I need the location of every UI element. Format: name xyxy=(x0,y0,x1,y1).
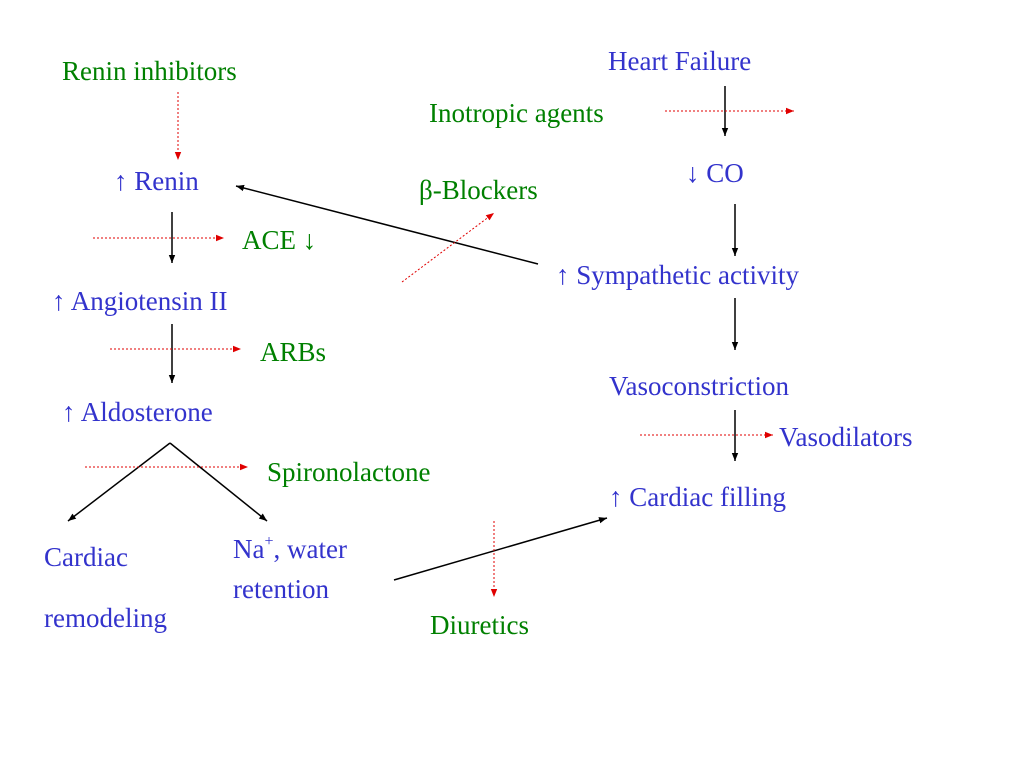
label-co: ↓ CO xyxy=(686,158,744,188)
label-spironolactone: Spironolactone xyxy=(267,457,431,487)
label-beta-blockers: β-Blockers xyxy=(419,175,538,205)
label-cardiac-remodeling-line2: remodeling xyxy=(44,603,167,633)
label-vasodilators: Vasodilators xyxy=(779,422,913,452)
label-ace: ACE ↓ xyxy=(242,225,317,255)
label-water: , water xyxy=(273,534,347,564)
arrow-sympathetic-to-renin xyxy=(235,184,539,265)
label-na: Na xyxy=(233,534,265,564)
label-na-water: Na+, water xyxy=(233,533,347,564)
label-vasoconstriction: Vasoconstriction xyxy=(609,371,789,401)
label-inotropic-agents: Inotropic agents xyxy=(429,98,604,128)
arrow-aldosterone-to-retention xyxy=(169,442,268,522)
arrow-aldosterone-to-remodeling xyxy=(67,442,171,522)
label-angiotensin-ii: ↑ Angiotensin II xyxy=(52,286,228,316)
label-diuretics: Diuretics xyxy=(430,610,529,640)
label-renin: ↑ Renin xyxy=(114,166,199,196)
label-retention: retention xyxy=(233,574,329,604)
label-na-charge: + xyxy=(264,533,274,550)
arrow-beta-blockers xyxy=(401,212,495,283)
label-sympathetic-activity: ↑ Sympathetic activity xyxy=(556,260,799,290)
arrow-retention-to-cardiac-filling xyxy=(393,517,608,581)
label-cardiac-filling: ↑ Cardiac filling xyxy=(609,482,786,512)
label-renin-inhibitors: Renin inhibitors xyxy=(62,56,237,86)
label-cardiac-remodeling-line1: Cardiac xyxy=(44,542,128,572)
label-heart-failure: Heart Failure xyxy=(608,46,752,76)
label-aldosterone: ↑ Aldosterone xyxy=(62,397,213,427)
label-arbs: ARBs xyxy=(260,337,327,367)
